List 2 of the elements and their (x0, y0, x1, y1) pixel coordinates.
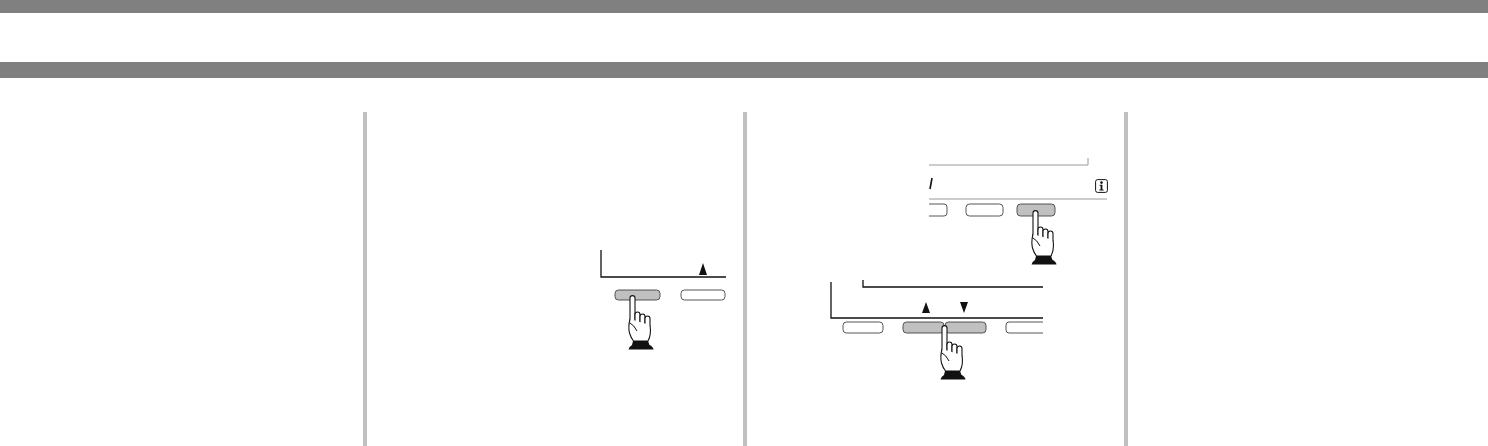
header-band (0, 0, 1488, 13)
header-band (0, 62, 1488, 78)
